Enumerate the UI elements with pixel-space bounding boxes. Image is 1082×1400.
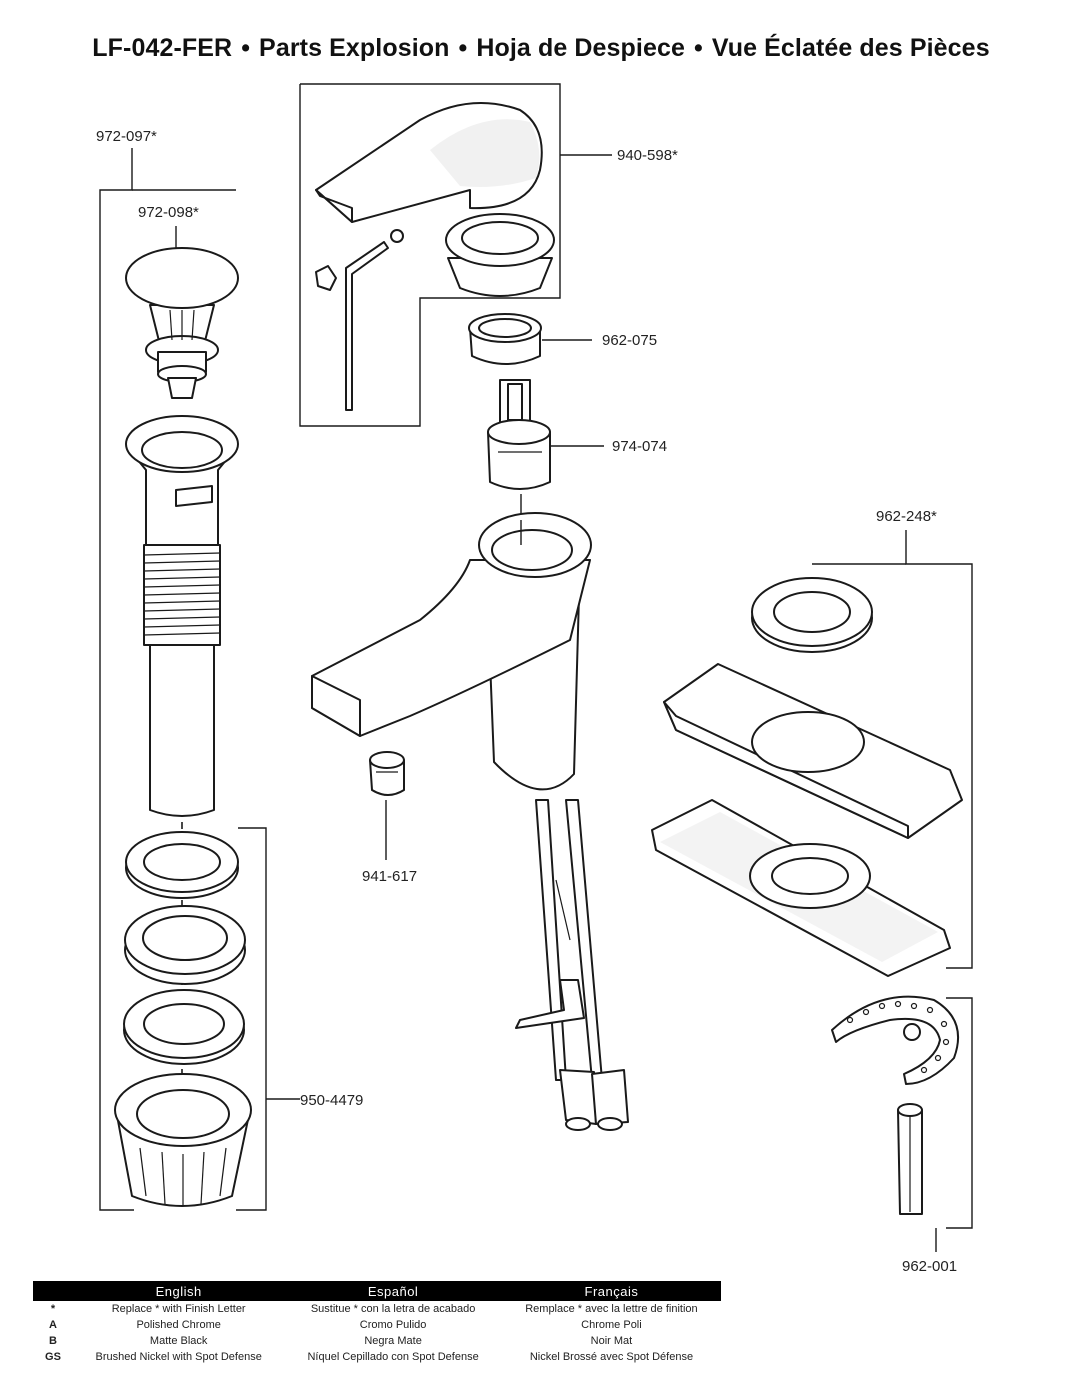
handle-button — [315, 265, 337, 291]
lever-handle — [315, 101, 543, 223]
legend-code: A — [49, 1319, 57, 1331]
legend-code: GS — [45, 1351, 61, 1363]
title-english: Parts Explosion — [259, 34, 450, 62]
legend-french: Remplace * avec la lettre de finition — [525, 1303, 698, 1315]
supply-lines — [515, 799, 629, 1131]
legend-spanish: Negra Mate — [364, 1335, 422, 1347]
title-separator: • — [241, 34, 251, 62]
label-940-598: 940-598* — [617, 147, 678, 164]
title-separator: • — [694, 34, 703, 62]
drain-locknut — [114, 1073, 252, 1207]
escutcheon-ring — [751, 577, 873, 653]
legend-row: * Replace * with Finish Letter Sustitue … — [33, 1301, 721, 1317]
legend-french: Noir Mat — [590, 1335, 633, 1347]
legend-french: Nickel Brossé avec Spot Défense — [529, 1351, 694, 1363]
title-separator: • — [458, 34, 468, 62]
legend-row: A Polished Chrome Cromo Pulido Chrome Po… — [33, 1317, 721, 1333]
label-972-098: 972-098* — [138, 204, 199, 221]
drain-body — [125, 415, 239, 817]
legend-row: GS Brushed Nickel with Spot Defense Níqu… — [33, 1349, 721, 1365]
legend-row: B Matte Black Negra Mate Noir Mat — [33, 1333, 721, 1349]
mounting-bracket — [831, 995, 959, 1085]
deck-plate-kit — [651, 530, 973, 1252]
title-model: LF-042-FER — [92, 34, 233, 62]
label-962-248: 962-248* — [876, 508, 937, 525]
handle-collar — [445, 213, 555, 297]
legend-english: Matte Black — [149, 1335, 208, 1347]
label-962-075: 962-075 — [602, 332, 657, 349]
deck-gasket — [651, 799, 951, 977]
handle-kit-frame — [299, 83, 561, 427]
legend-header-french: Français — [501, 1281, 721, 1301]
finish-legend-table: English Español Français * Replace * wit… — [33, 1281, 721, 1365]
page-title: LF-042-FER • Parts Explosion • Hoja de Despi… — [0, 34, 1082, 63]
legend-header-code — [33, 1281, 73, 1301]
bracket-962-001 — [946, 997, 973, 1229]
parts-explosion-diagram: 972-097* 972-098* 940-598* 962-075 974-0… — [96, 83, 973, 1275]
cartridge — [487, 379, 551, 490]
legend-code: B — [49, 1335, 57, 1347]
legend-header-english: English — [73, 1281, 285, 1301]
washer-1 — [125, 831, 239, 899]
washer-2 — [124, 905, 246, 985]
set-screw — [390, 229, 404, 243]
legend-spanish: Cromo Pulido — [359, 1319, 427, 1331]
legend-header-spanish: Español — [284, 1281, 502, 1301]
title-spanish: Hoja de Despiece — [476, 34, 685, 62]
bracket-962-248 — [905, 530, 973, 969]
faucet-body — [311, 512, 592, 791]
legend-header-row: English Español Français — [33, 1281, 721, 1301]
bracket-950-4479 — [236, 827, 267, 1211]
handle-kit — [299, 83, 612, 427]
label-950-4479: 950-4479 — [300, 1092, 363, 1109]
drain-assembly — [99, 148, 300, 1211]
legend-spanish: Níquel Cepillado con Spot Defense — [307, 1351, 479, 1363]
legend-english: Brushed Nickel with Spot Defense — [95, 1351, 262, 1363]
label-974-074: 974-074 — [612, 438, 667, 455]
deck-plate — [663, 663, 963, 839]
title-french: Vue Éclatée des Pièces — [711, 34, 990, 62]
legend-code: * — [50, 1303, 56, 1315]
aerator — [369, 751, 405, 796]
legend-french: Chrome Poli — [581, 1319, 642, 1331]
bracket-972-097 — [99, 148, 134, 1211]
label-972-097: 972-097* — [96, 128, 157, 145]
label-941-617: 941-617 — [362, 868, 417, 885]
pop-up-stopper — [125, 247, 239, 399]
mounting-stud — [897, 1103, 923, 1215]
hex-key — [345, 241, 389, 411]
legend-english: Replace * with Finish Letter — [111, 1303, 246, 1315]
cartridge-adapter — [468, 313, 542, 365]
legend-spanish: Sustitue * con la letra de acabado — [310, 1303, 476, 1315]
washer-3 — [123, 989, 245, 1065]
legend-english: Polished Chrome — [136, 1319, 221, 1331]
label-962-001: 962-001 — [902, 1258, 957, 1275]
